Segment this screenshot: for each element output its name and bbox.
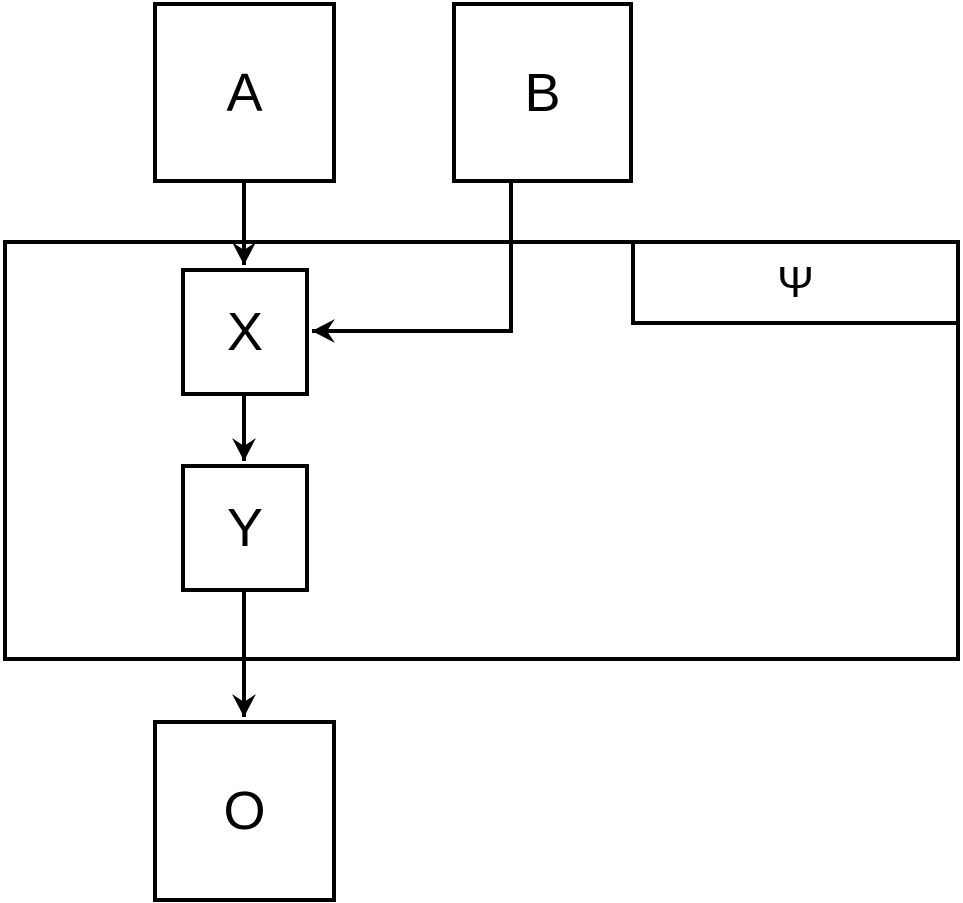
group-title-label: Ψ (777, 257, 814, 307)
group-title-bar: Ψ (631, 240, 960, 325)
node-o: O (153, 720, 336, 902)
node-o-label: O (223, 781, 266, 841)
node-y-label: Y (226, 498, 264, 558)
node-y: Y (181, 464, 309, 592)
node-x-label: X (226, 302, 264, 362)
node-a-label: A (226, 62, 263, 123)
node-x: X (181, 268, 309, 396)
node-b: B (452, 2, 633, 183)
node-b-label: B (524, 62, 561, 123)
node-a: A (153, 2, 336, 183)
